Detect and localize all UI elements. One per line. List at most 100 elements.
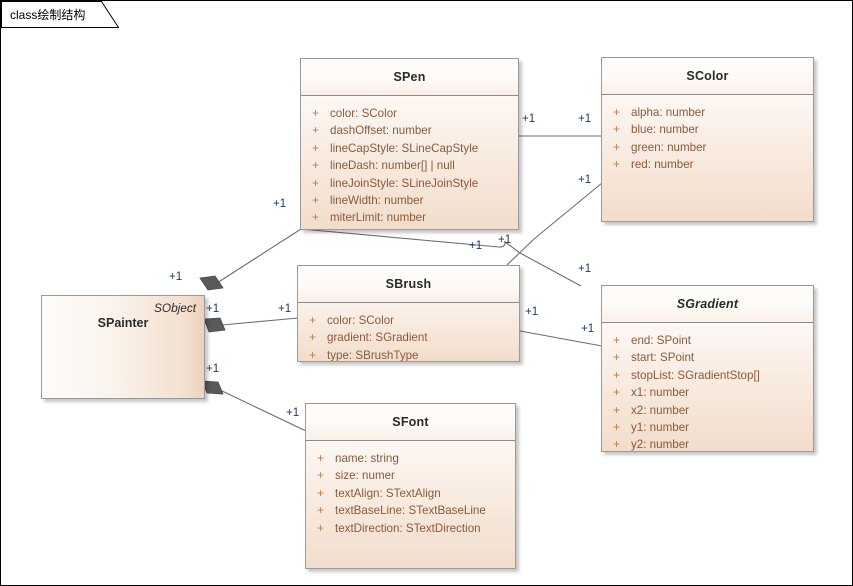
class-name-sgradient: SGradient: [676, 297, 739, 311]
uml-class-spainter[interactable]: SObject SPainter: [41, 295, 205, 399]
attribute-text: y2: number: [631, 438, 689, 452]
attribute-text: stopList: SGradientStop[]: [631, 368, 760, 382]
attribute-row: + alpha: number: [602, 104, 813, 121]
visibility-marker: +: [317, 452, 324, 465]
uml-class-sgradient[interactable]: SGradient + end: SPoint + start: SPoint …: [601, 285, 814, 452]
visibility-marker: +: [317, 469, 324, 483]
attribute-text: gradient: SGradient: [327, 331, 428, 345]
attribute-row: + textAlign: STextAlign: [306, 485, 515, 502]
multiplicity-sbrush-to-sgradient-mid: +1: [525, 306, 539, 318]
attribute-text: color: SColor: [330, 107, 398, 120]
attribute-text: blue: number: [631, 123, 699, 137]
attribute-row: + type: SBrushType: [298, 347, 519, 362]
class-header-scolor: SColor: [602, 58, 813, 95]
multiplicity-spen-to-scolor-target: +1: [578, 113, 592, 125]
visibility-marker: +: [613, 140, 620, 154]
uml-class-spen[interactable]: SPen + color: SColor + dashOffset: numbe…: [300, 58, 519, 230]
attribute-row: + x2: number: [602, 402, 813, 419]
visibility-marker: +: [613, 420, 620, 434]
class-name-sbrush: SBrush: [385, 277, 432, 291]
attribute-text: lineDash: number[] | null: [330, 159, 455, 173]
attribute-text: textAlign: STextAlign: [335, 486, 441, 500]
attribute-text: name: string: [335, 452, 399, 465]
visibility-marker: +: [613, 403, 620, 417]
class-attributes-sfont: + name: string + size: numer + textAlign…: [306, 441, 515, 545]
multiplicity-sbrush-to-scolor-source: +1: [469, 240, 483, 252]
class-name-sfont: SFont: [392, 415, 429, 429]
class-name-spen: SPen: [393, 70, 426, 84]
attribute-row: + y1: number: [602, 419, 813, 436]
diagram-title-tab: class绘制结构: [1, 1, 119, 28]
attribute-row: + start: SPoint: [602, 349, 813, 366]
attribute-row: + miterLimit: number: [301, 209, 518, 226]
attribute-text: alpha: number: [631, 106, 706, 119]
class-name-spainter: SPainter: [97, 316, 149, 330]
visibility-marker: +: [613, 334, 620, 347]
attribute-text: type: SBrushType: [327, 348, 419, 362]
composition-diamond-sfont: [201, 380, 224, 395]
attribute-text: start: SPoint: [631, 351, 695, 365]
attribute-text: x1: number: [631, 386, 689, 400]
visibility-marker: +: [312, 176, 319, 190]
visibility-marker: +: [312, 211, 319, 225]
attribute-row: + size: numer: [306, 467, 515, 484]
multiplicity-spainter-to-sfont: +1: [581, 323, 595, 335]
class-attributes-scolor: + alpha: number + blue: number + green: …: [602, 95, 813, 182]
visibility-marker: +: [613, 368, 620, 382]
multiplicity-spen-to-scolor-source: +1: [522, 113, 536, 125]
attribute-row: + lineDash: number[] | null: [301, 157, 518, 174]
multiplicity-sbrush-left: +1: [278, 303, 292, 315]
class-header-sgradient: SGradient: [602, 286, 813, 323]
multiplicity-sbrush-to-sgradient-source: +1: [578, 263, 592, 275]
visibility-marker: +: [317, 521, 324, 535]
attribute-row: + lineJoinStyle: SLineJoinStyle: [301, 175, 518, 192]
attribute-row: + green: number: [602, 139, 813, 156]
visibility-marker: +: [309, 331, 316, 345]
attribute-row: + lineCapStyle: SLineCapStyle: [301, 140, 518, 157]
multiplicity-spen-lower-left: +1: [273, 198, 287, 210]
attribute-row: + dashOffset: number: [301, 122, 518, 139]
attribute-row: + gradient: SGradient: [298, 329, 519, 346]
attribute-text: textDirection: STextDirection: [335, 521, 481, 535]
class-header-spen: SPen: [301, 59, 518, 96]
visibility-marker: +: [613, 351, 620, 365]
composition-diamond-spen: [199, 275, 224, 291]
attribute-row: + end: SPoint: [602, 332, 813, 349]
connector-spainter-spen: [216, 228, 302, 284]
attribute-text: lineCapStyle: SLineCapStyle: [330, 141, 479, 155]
attribute-text: size: numer: [335, 469, 395, 483]
class-name-scolor: SColor: [686, 69, 729, 83]
multiplicity-spainter-to-spen: +1: [169, 271, 183, 283]
attribute-text: color: SColor: [327, 314, 395, 327]
visibility-marker: +: [613, 386, 620, 400]
class-header-sbrush: SBrush: [298, 266, 519, 303]
composition-diamond-sbrush: [203, 317, 226, 333]
uml-class-sbrush[interactable]: SBrush + color: SColor + gradient: SGrad…: [297, 265, 520, 362]
multiplicity-sfont-left: +1: [206, 363, 220, 375]
attribute-text: y1: number: [631, 420, 689, 434]
attribute-text: lineWidth: number: [330, 193, 424, 207]
class-header-sfont: SFont: [306, 404, 515, 441]
visibility-marker: +: [317, 486, 324, 500]
attribute-row: + x1: number: [602, 384, 813, 401]
visibility-marker: +: [613, 123, 620, 137]
attribute-row: + stopList: SGradientStop[]: [602, 367, 813, 384]
attribute-text: dashOffset: number: [330, 124, 432, 138]
attribute-row: + lineWidth: number: [301, 192, 518, 209]
multiplicity-sfont-target: +1: [286, 407, 300, 419]
uml-class-sfont[interactable]: SFont + name: string + size: numer + tex…: [305, 403, 516, 569]
visibility-marker: +: [613, 158, 620, 172]
attribute-text: end: SPoint: [631, 334, 691, 347]
attribute-row: + textBaseLine: STextBaseLine: [306, 502, 515, 519]
uml-class-scolor[interactable]: SColor + alpha: number + blue: number + …: [601, 57, 814, 222]
multiplicity-scolor-lower-left: +1: [578, 174, 592, 186]
class-attributes-spen: + color: SColor + dashOffset: number + l…: [301, 96, 518, 229]
visibility-marker: +: [312, 107, 319, 120]
visibility-marker: +: [312, 193, 319, 207]
attribute-text: green: number: [631, 140, 707, 154]
attribute-row: + blue: number: [602, 121, 813, 138]
attribute-row: + color: SColor: [301, 105, 518, 122]
attribute-row: + y2: number: [602, 436, 813, 452]
attribute-row: + name: string: [306, 450, 515, 467]
